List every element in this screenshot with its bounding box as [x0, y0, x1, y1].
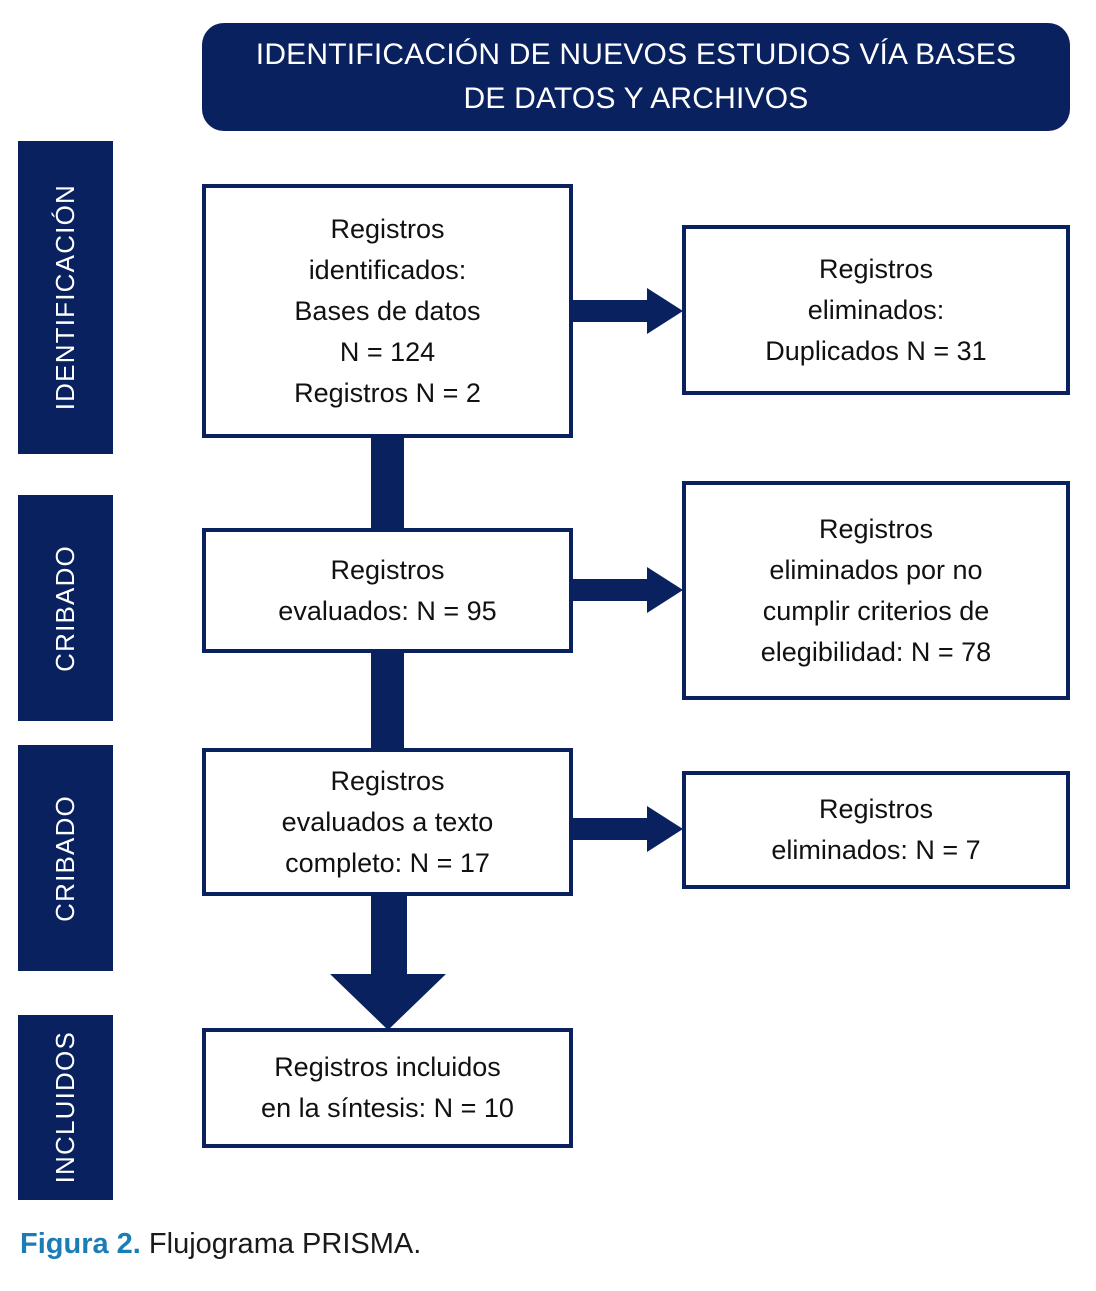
stage-label-incluidos: INCLUIDOS [18, 1015, 113, 1200]
box-text: Registros evaluados a texto completo: N … [281, 765, 494, 878]
diagram-title-banner: IDENTIFICACIÓN DE NUEVOS ESTUDIOS VÍA BA… [202, 23, 1070, 131]
diagram-title-text: IDENTIFICACIÓN DE NUEVOS ESTUDIOS VÍA BA… [255, 38, 1017, 115]
arrow-head [330, 974, 446, 1030]
box-text: Registros evaluados: N = 95 [278, 554, 497, 626]
stage-label-text: CRIBADO [50, 794, 80, 922]
arrow-shaft [371, 894, 407, 976]
arrow-shaft [572, 818, 648, 840]
box-records-fulltext-assessed: Registros evaluados a texto completo: N … [202, 748, 573, 896]
stage-label-cribado-2: CRIBADO [18, 745, 113, 971]
box-text: Registros identificados: Bases de datos … [294, 213, 481, 408]
arrow-shaft [572, 300, 648, 322]
stage-label-text: CRIBADO [50, 544, 80, 672]
box-text: Registros eliminados: N = 7 [771, 794, 981, 865]
arrow-right-excluded-fulltext-icon [572, 806, 683, 852]
stage-label-text: INCLUIDOS [50, 1031, 80, 1184]
stage-label-identificacion: IDENTIFICACIÓN [18, 141, 113, 454]
box-records-removed-duplicates: Registros eliminados: Duplicados N = 31 [682, 225, 1070, 395]
box-text: Registros incluidos en la síntesis: N = … [261, 1052, 514, 1123]
arrow-head [647, 288, 683, 334]
figure-caption-text: Flujograma PRISMA. [140, 1228, 422, 1260]
arrow-head [647, 806, 683, 852]
arrow-down-included-icon [330, 894, 446, 1030]
arrow-right-excluded-eligibility-icon [572, 567, 683, 613]
stage-label-cribado-1: CRIBADO [18, 495, 113, 721]
figure-caption: Figura 2. Flujograma PRISMA. [20, 1228, 421, 1261]
figure-caption-label: Figura 2. [20, 1228, 141, 1260]
connector-identified-to-screened-icon [371, 437, 404, 530]
box-records-included: Registros incluidos en la síntesis: N = … [202, 1028, 573, 1148]
box-records-screened: Registros evaluados: N = 95 [202, 528, 573, 653]
stage-label-text: IDENTIFICACIÓN [50, 184, 80, 411]
box-text: Registros eliminados por no cumplir crit… [760, 513, 992, 667]
arrow-right-duplicates-icon [572, 288, 683, 334]
connector-screened-to-fulltext-icon [371, 651, 404, 750]
box-records-identified: Registros identificados: Bases de datos … [202, 184, 573, 438]
arrow-head [647, 567, 683, 613]
box-text: Registros eliminados: Duplicados N = 31 [765, 253, 987, 366]
box-records-excluded-fulltext: Registros eliminados: N = 7 [682, 771, 1070, 889]
box-records-excluded-eligibility: Registros eliminados por no cumplir crit… [682, 481, 1070, 700]
arrow-shaft [572, 579, 648, 601]
